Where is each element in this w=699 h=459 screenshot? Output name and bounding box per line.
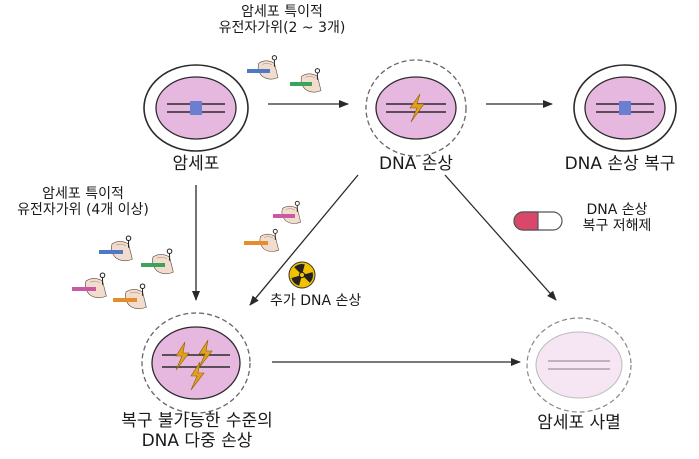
dna-damage-label: DNA 손상 <box>378 154 454 174</box>
dna-band <box>190 101 202 115</box>
cell-death-label: 암세포 사멸 <box>537 413 621 433</box>
capsule-icon <box>513 211 563 231</box>
gene-scissor-icon <box>99 235 133 262</box>
cancer-cell-label: 암세포 <box>172 154 220 174</box>
left-genes-label: 암세포 특이적 유전자가위 (4개 이상) <box>8 186 158 218</box>
arrow-damage-to-multidamage <box>249 174 359 306</box>
gene-scissor-icon <box>72 272 107 299</box>
gene-scissor-icon <box>290 68 322 93</box>
gene-scissor-icon <box>247 55 279 80</box>
lightning-icon <box>175 341 190 371</box>
arrow-damage-to-death <box>444 174 557 301</box>
gene-scissor-icon <box>244 228 280 252</box>
top-genes-label: 암세포 특이적 유전자가위(2 ~ 3개) <box>214 4 350 36</box>
lightning-icon <box>190 361 205 391</box>
left-genes-line1: 암세포 특이적 <box>42 186 124 202</box>
left-genes-line2: 유전자가위 (4개 이상) <box>17 202 149 219</box>
top-genes-line1: 암세포 특이적 <box>241 4 323 20</box>
irreparable-line1: 복구 불가능한 수준의 <box>121 411 273 431</box>
gene-scissor-icon <box>113 283 147 310</box>
gene-scissor-icon <box>141 248 174 275</box>
cancer-cell <box>143 64 249 152</box>
radiation-icon <box>288 261 316 289</box>
irreparable-line2: DNA 다중 손상 <box>141 430 253 451</box>
dead-cell <box>526 317 632 413</box>
damaged-cell <box>365 59 467 157</box>
multi-damaged-cell <box>141 312 251 414</box>
extra-damage-label: 추가 DNA 손상 <box>270 293 362 309</box>
inhibitor-label: DNA 손상 복구 저해제 <box>562 202 672 234</box>
irreparable-label: 복구 불가능한 수준의 DNA 다중 손상 <box>92 411 302 451</box>
lightning-icon <box>409 93 425 123</box>
dna-repair-label: DNA 손상 복구 <box>564 154 676 174</box>
inhibitor-line1: DNA 손상 <box>586 202 648 218</box>
repaired-cell <box>573 64 677 152</box>
gene-scissor-icon <box>273 200 302 224</box>
inhibitor-line2: 복구 저해제 <box>582 218 652 235</box>
top-genes-line2: 유전자가위(2 ~ 3개) <box>218 20 346 37</box>
